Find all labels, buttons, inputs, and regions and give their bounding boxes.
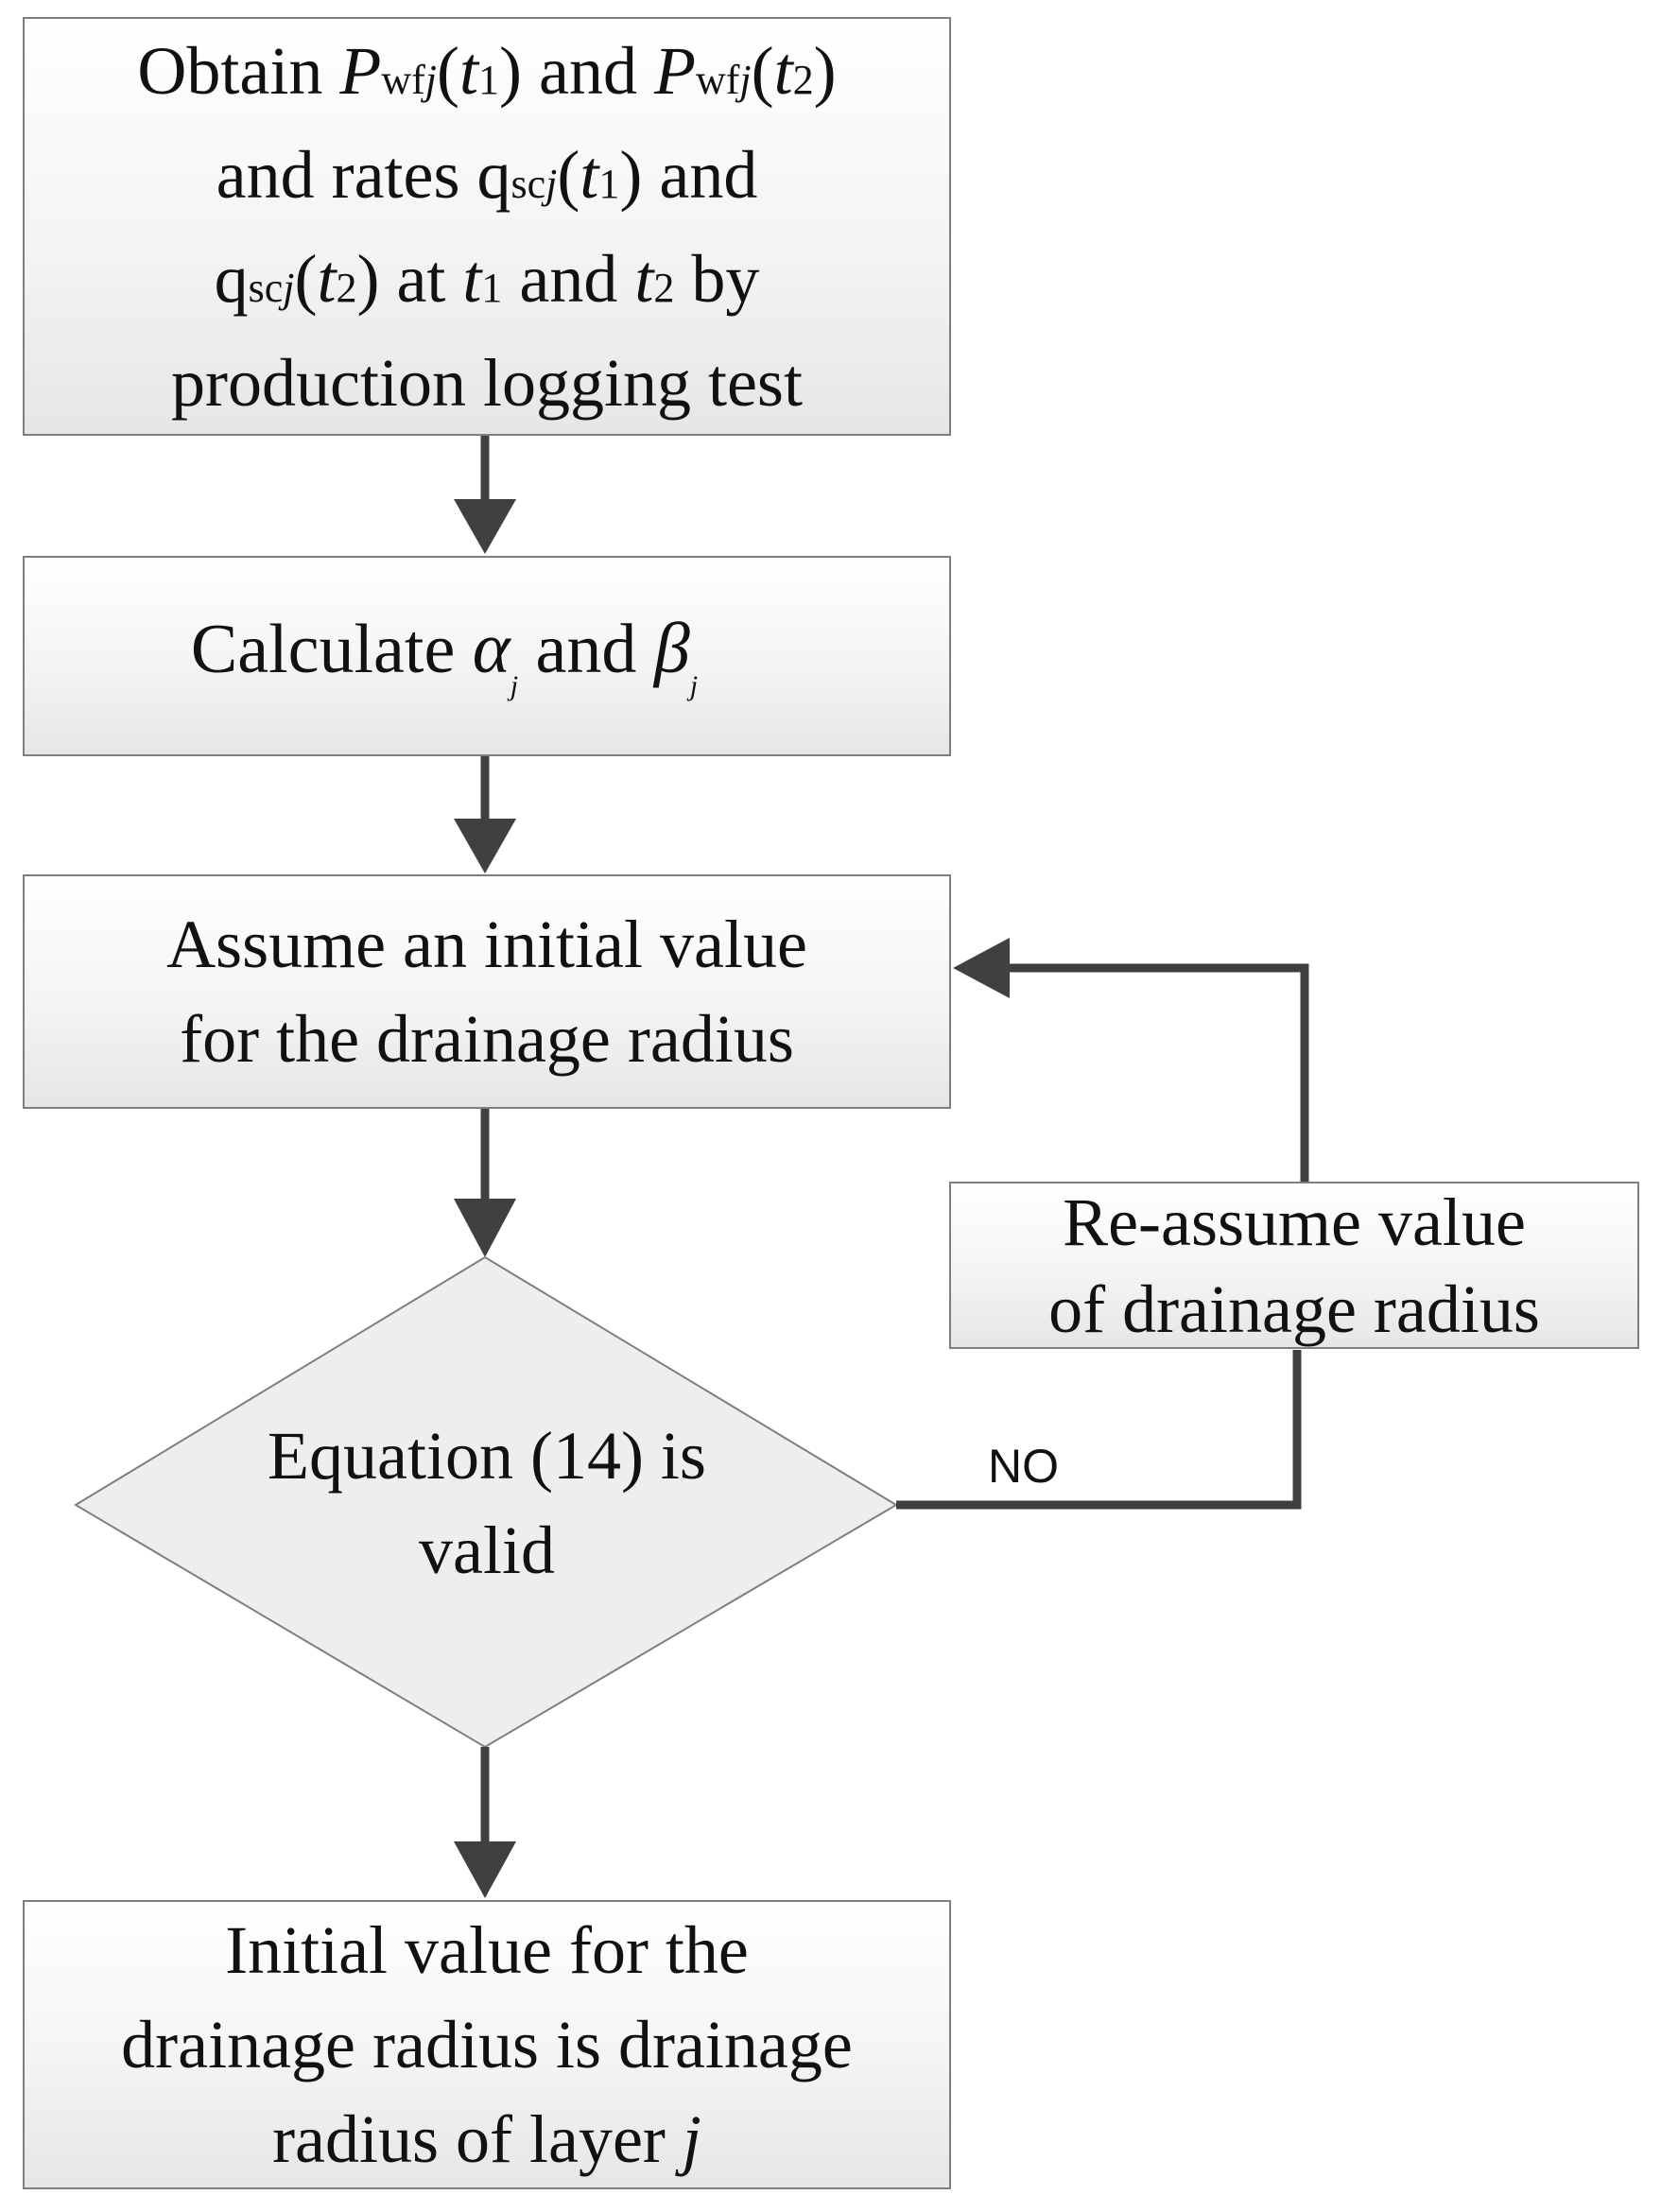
- step-calculate-text: Calculate αj and βj: [190, 609, 699, 701]
- connector-no-branch: [896, 1350, 1302, 1510]
- step-reassume-box: Re-assume value of drainage radius: [949, 1182, 1639, 1349]
- step-result-text: Initial value for the drainage radius is…: [121, 1912, 853, 2177]
- step-obtain-line-2: and rates qscj(t1) and: [216, 136, 758, 213]
- step-assume-box: Assume an initial value for the drainage…: [23, 874, 951, 1109]
- step-obtain-box: Obtain Pwfj(t1) and Pwfj(t2) and rates q…: [23, 17, 951, 436]
- step-obtain-text: Obtain Pwfj(t1) and Pwfj(t2) and rates q…: [137, 24, 836, 430]
- step-result-box: Initial value for the drainage radius is…: [23, 1900, 951, 2189]
- step-calculate-box: Calculate αj and βj: [23, 556, 951, 756]
- arrow-decision-to-result: [454, 1747, 516, 1898]
- step-obtain-line-4: production logging test: [171, 344, 803, 421]
- step-reassume-text: Re-assume value of drainage radius: [1048, 1184, 1540, 1347]
- step-obtain-line-1: Obtain Pwfj(t1) and Pwfj(t2): [137, 32, 837, 109]
- arrow-obtain-to-calculate: [454, 436, 516, 554]
- step-assume-text: Assume an initial value for the drainage…: [166, 907, 807, 1077]
- decision-text: Equation (14) is valid: [268, 1418, 706, 1588]
- no-branch-label: NO: [988, 1440, 1059, 1493]
- arrow-calculate-to-assume: [454, 756, 516, 873]
- arrow-reassume-to-assume: [953, 938, 1309, 1182]
- arrow-assume-to-decision: [454, 1109, 516, 1257]
- step-obtain-line-3: qscj(t2) at t1 and t2 by: [214, 240, 760, 317]
